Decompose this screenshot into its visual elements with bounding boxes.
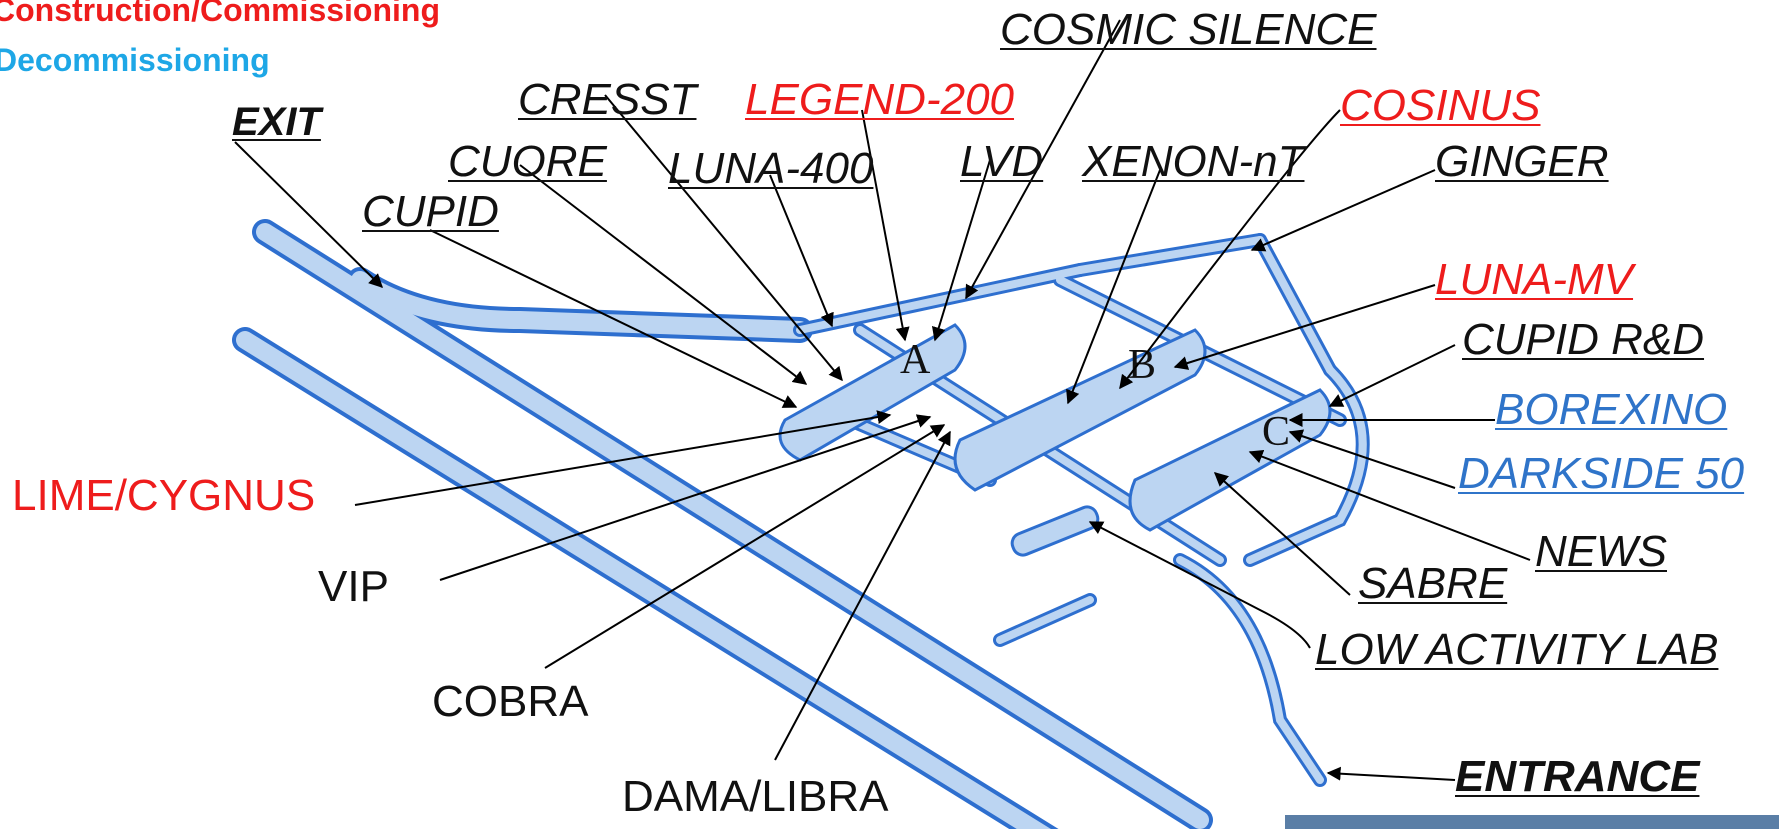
outside-photo-edge [1285,815,1779,829]
experimental-halls [778,323,1332,557]
label-dama-libra: DAMA/LIBRA [622,772,889,821]
label-xenon-nt: XENON-nT [1082,137,1305,186]
hall-b-letter: B [1128,342,1156,388]
label-cosinus: COSINUS [1340,81,1541,130]
hall-b [953,328,1207,492]
main-highway-fill [236,223,1209,829]
label-legend-200: LEGEND-200 [745,75,1015,124]
legend-construction: Construction/Commissioning [0,0,440,28]
label-luna-400: LUNA-400 [668,144,874,193]
label-cupid-rd: CUPID R&D [1462,315,1705,364]
label-borexino: BOREXINO [1495,385,1728,434]
label-exit: EXIT [232,100,321,144]
leader-arrows [234,19,1531,781]
label-cosmic-silence: COSMIC SILENCE [1000,5,1377,54]
label-low-activity-lab: LOW ACTIVITY LAB [1315,625,1719,674]
label-cuore: CUORE [448,137,607,186]
label-lvd: LVD [960,137,1044,186]
label-cupid: CUPID [362,187,499,236]
label-sabre: SABRE [1358,559,1508,608]
label-cresst: CRESST [518,75,697,124]
label-ginger: GINGER [1435,137,1609,186]
legend-decommissioning: Decommissioning [0,42,270,78]
label-luna-mv: LUNA-MV [1435,255,1634,304]
label-entrance: ENTRANCE [1455,752,1700,801]
label-news: NEWS [1535,527,1667,576]
hall-c [1128,388,1332,532]
hall-c-letter: C [1262,409,1290,455]
hall-a-letter: A [900,337,931,383]
bypass-tunnel [1010,505,1100,557]
label-lime-cygnus: LIME/CYGNUS [12,471,316,520]
label-darkside-50: DARKSIDE 50 [1458,449,1745,498]
label-cobra: COBRA [432,677,589,726]
label-vip: VIP [318,562,389,611]
